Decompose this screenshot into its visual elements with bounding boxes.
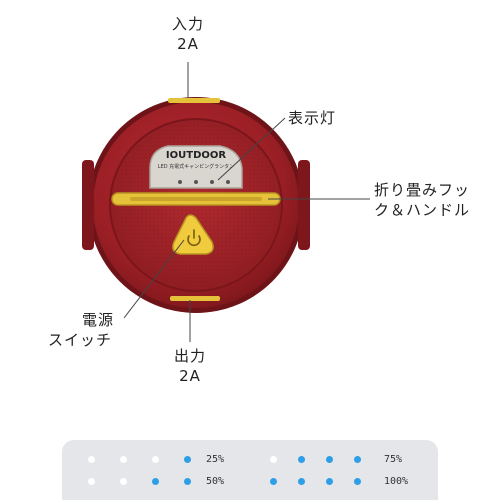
indicator-led-3 [210,180,214,184]
level-dot [88,456,95,463]
battery-row-1: 25% 75% [62,452,438,468]
level-dot [270,478,277,485]
indicator-label: 表示灯 [288,109,337,127]
lantern-illustration [82,62,370,342]
output-port [170,296,220,301]
indicator-led-4 [226,180,230,184]
indicator-led-1 [178,180,182,184]
level-label: 50% [206,476,225,487]
leader-indicator [217,117,286,181]
output-label-line1: 出力 [173,347,206,365]
leader-lines [123,62,370,342]
input-label-line1: 入力 [171,15,204,33]
hook-label-line1: 折り畳みフッ [374,181,471,199]
hook-label-line2: ク＆ハンドル [374,201,471,219]
lantern-lug-right [298,160,310,250]
device-brand: IOUTDOOR [165,150,227,161]
level-dot [326,478,333,485]
display-plate [149,145,243,189]
power-label: 電源 スイッチ [48,310,114,350]
power-label-line2: スイッチ [48,331,113,349]
indicator-led-2 [194,180,198,184]
level-label: 100% [384,476,409,487]
level-dot [298,478,305,485]
output-label: 出力 2A [160,346,220,386]
input-label: 入力 2A [158,14,218,54]
leader-power [123,239,185,319]
level-label: 25% [206,454,225,465]
hook-handle-groove [130,197,262,201]
input-port [168,98,220,103]
level-dot [88,478,95,485]
level-label: 75% [384,454,403,465]
power-label-line1: 電源 [82,311,115,329]
level-dot [120,456,127,463]
output-label-line2: 2A [179,367,201,385]
hook-label: 折り畳みフッ ク＆ハンドル [374,180,470,220]
power-button[interactable] [172,214,214,255]
lantern-lug-left [82,160,94,250]
input-label-line2: 2A [177,35,199,53]
level-dot [152,478,159,485]
device-subtitle: LED 充電式キャンピングランタン [157,164,235,170]
level-dot [354,456,361,463]
level-dot [298,456,305,463]
battery-level-panel: 25% 75% 50% 100% [62,440,438,500]
level-dot [120,478,127,485]
level-dot [184,478,191,485]
level-dot [152,456,159,463]
power-icon [187,229,201,247]
level-dot [326,456,333,463]
level-dot [270,456,277,463]
level-dot [184,456,191,463]
level-dot [354,478,361,485]
battery-row-2: 50% 100% [62,474,438,490]
